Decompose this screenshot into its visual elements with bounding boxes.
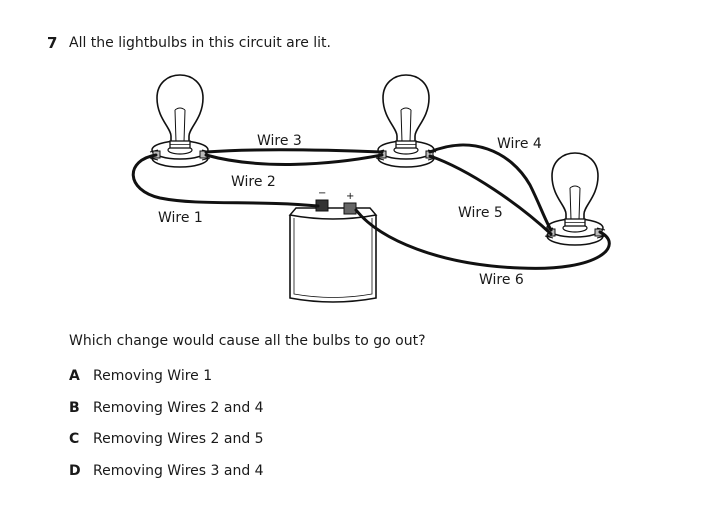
lightbulb-3 — [544, 152, 606, 246]
choice-letter: B — [69, 400, 80, 416]
question-stem: All the lightbulbs in this circuit are l… — [69, 35, 331, 51]
label-wire-4: Wire 4 — [497, 136, 542, 152]
wire-5 — [428, 154, 553, 236]
label-wire-1: Wire 1 — [158, 210, 203, 226]
label-wire-5: Wire 5 — [458, 205, 503, 221]
choice-a[interactable]: A Removing Wire 1 — [69, 368, 212, 384]
choice-letter: C — [69, 431, 80, 447]
choice-letter: D — [69, 463, 81, 479]
label-wire-2: Wire 2 — [231, 174, 276, 190]
wire-1 — [131, 153, 320, 208]
wire-6 — [354, 208, 611, 270]
battery-negative-sign: − — [318, 188, 326, 199]
wire-4 — [428, 143, 553, 232]
choice-text: Removing Wires 2 and 5 — [93, 431, 264, 447]
choice-letter: A — [69, 368, 80, 384]
label-wire-6: Wire 6 — [479, 272, 524, 288]
battery: − + — [288, 188, 378, 303]
battery-positive-sign: + — [346, 191, 354, 202]
question-prompt: Which change would cause all the bulbs t… — [69, 333, 426, 349]
choice-b[interactable]: B Removing Wires 2 and 4 — [69, 400, 264, 416]
circuit-diagram: − + — [131, 74, 611, 303]
lightbulb-2 — [375, 74, 437, 168]
choice-text: Removing Wire 1 — [93, 368, 213, 384]
label-wire-3: Wire 3 — [257, 133, 302, 149]
choice-text: Removing Wires 2 and 4 — [93, 400, 264, 416]
choice-c[interactable]: C Removing Wires 2 and 5 — [69, 431, 264, 447]
question-number: 7 — [47, 34, 58, 52]
choice-d[interactable]: D Removing Wires 3 and 4 — [69, 463, 264, 479]
wire-2 — [204, 153, 384, 166]
wire-3 — [204, 148, 384, 154]
choice-text: Removing Wires 3 and 4 — [93, 463, 264, 479]
lightbulb-1 — [149, 74, 211, 168]
